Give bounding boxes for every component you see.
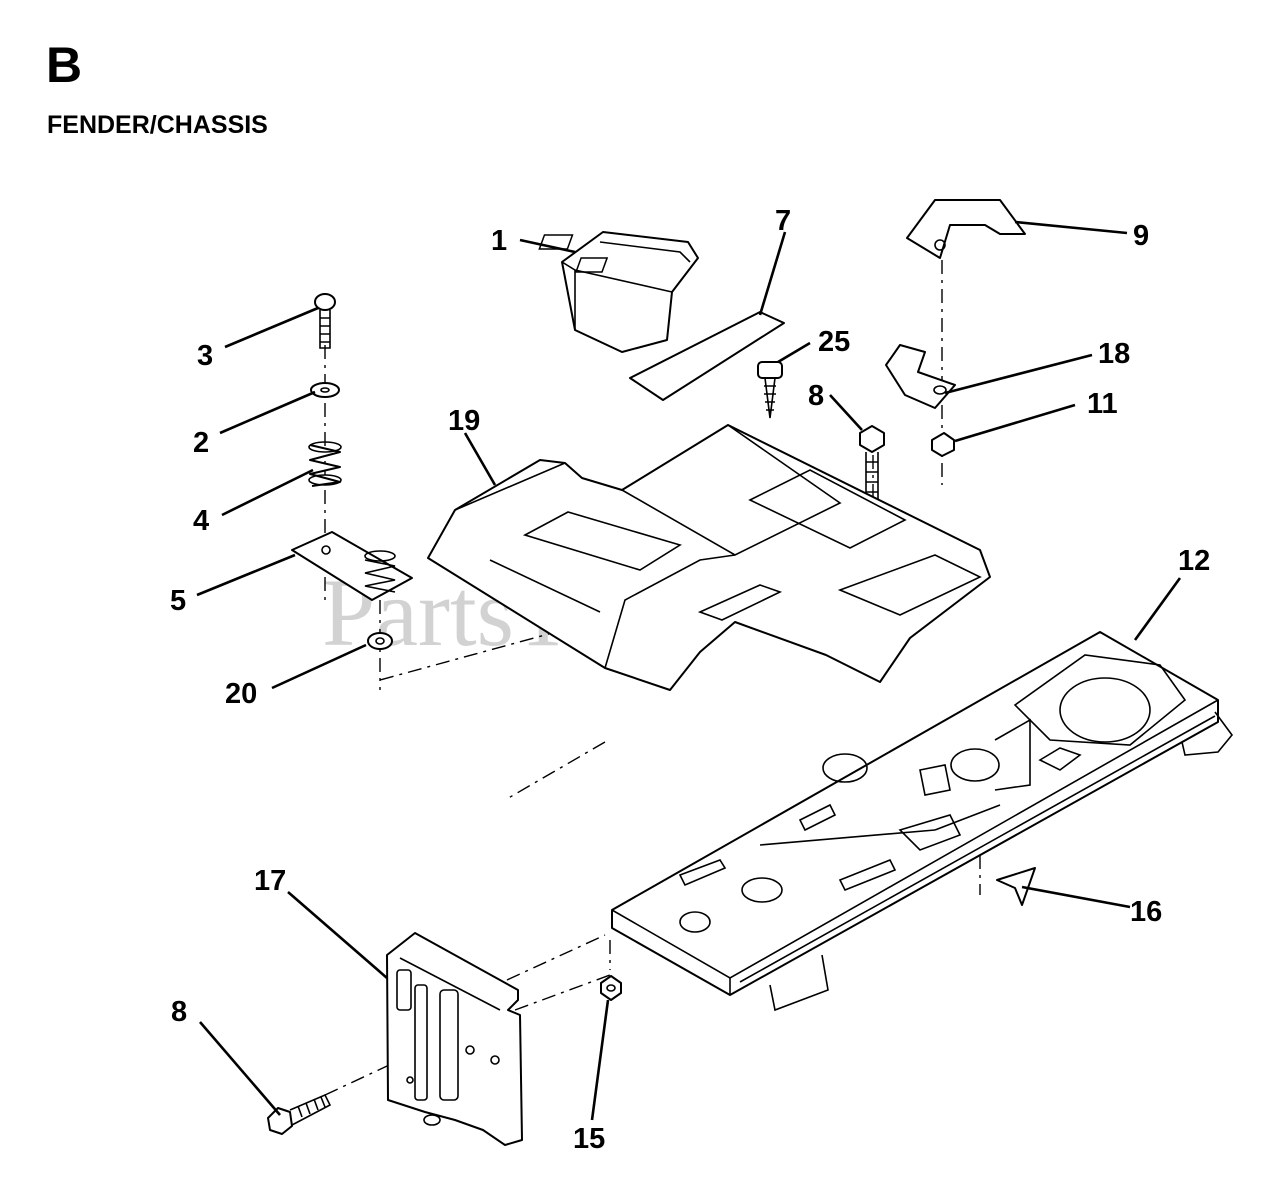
- section-title: FENDER/CHASSIS: [47, 111, 268, 139]
- fender-part[interactable]: [427, 424, 991, 691]
- spring-part[interactable]: [308, 441, 342, 487]
- tool-tray-part[interactable]: [538, 231, 699, 353]
- plate-part[interactable]: [291, 531, 413, 601]
- callout-5[interactable]: 5: [170, 585, 186, 617]
- nut-part[interactable]: [931, 432, 955, 457]
- callout-7[interactable]: 7: [775, 205, 791, 237]
- bracket-part[interactable]: [906, 199, 1026, 259]
- leader-lines: [196, 220, 1182, 1121]
- callout-3[interactable]: 3: [197, 340, 213, 372]
- chassis-frame-part[interactable]: [611, 631, 1234, 1012]
- callout-25[interactable]: 25: [818, 326, 850, 358]
- screw-part[interactable]: [757, 361, 783, 419]
- callout-18[interactable]: 18: [1098, 338, 1130, 370]
- callout-19[interactable]: 19: [448, 405, 480, 437]
- callout-labels: 1 7 9 3 25 18 8 11 2 19 4 12 5 20 17 16 …: [170, 205, 1210, 1155]
- bolt-part-lower[interactable]: [267, 1093, 332, 1135]
- callout-16[interactable]: 16: [1130, 896, 1162, 928]
- callout-4[interactable]: 4: [193, 505, 209, 537]
- callout-1[interactable]: 1: [491, 225, 507, 257]
- decal-part[interactable]: [629, 311, 785, 401]
- nut-part-lower[interactable]: [600, 975, 622, 1001]
- washer-part-lower[interactable]: [367, 632, 393, 650]
- callout-15[interactable]: 15: [573, 1123, 605, 1155]
- bolt-part-upper[interactable]: [859, 425, 885, 501]
- bolt-part[interactable]: [314, 293, 336, 349]
- section-letter: B: [46, 37, 83, 93]
- callout-12[interactable]: 12: [1178, 545, 1210, 577]
- bracket-plate-part[interactable]: [386, 932, 523, 1146]
- callout-9[interactable]: 9: [1133, 220, 1149, 252]
- washer-part[interactable]: [310, 382, 340, 398]
- clamp-part[interactable]: [885, 344, 956, 409]
- callout-8-upper[interactable]: 8: [808, 380, 824, 412]
- callout-17[interactable]: 17: [254, 865, 286, 897]
- callout-11[interactable]: 11: [1087, 388, 1118, 420]
- clip-part[interactable]: [996, 867, 1036, 906]
- callout-20[interactable]: 20: [225, 678, 257, 710]
- callout-8-lower[interactable]: 8: [171, 996, 187, 1028]
- callout-2[interactable]: 2: [193, 427, 209, 459]
